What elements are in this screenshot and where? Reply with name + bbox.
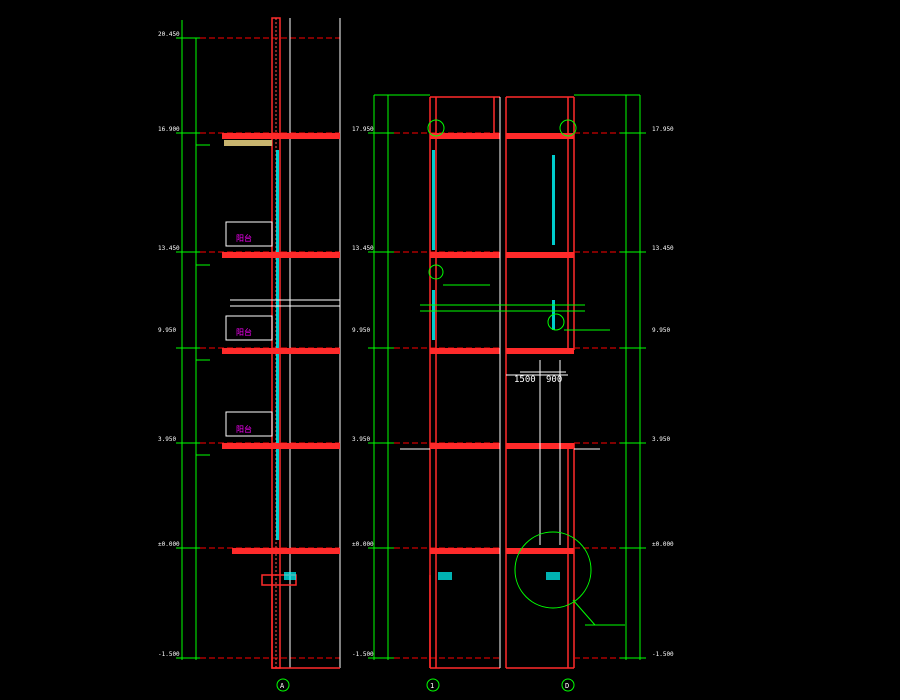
section-cut-icon: [514, 531, 592, 609]
right-glazing: [552, 155, 555, 245]
right-elev-label: 9.950: [652, 327, 670, 334]
axis-bubble-label: A: [280, 682, 285, 690]
middle-glazing: [432, 150, 435, 250]
right-walls: [505, 96, 575, 669]
middle-elev-label: 17.950: [352, 126, 374, 133]
middle-walls: [429, 96, 500, 669]
axis-bubble-icon: [561, 678, 575, 692]
middle-section: 17.950 13.450 9.950 3.950 ±0.000 -1.500: [352, 94, 501, 692]
right-section: 17.950 13.450 9.950 3.950 ±0.000 -1.500 …: [505, 94, 674, 692]
middle-floor-slabs: [430, 133, 500, 554]
right-dimension-chain: [574, 94, 646, 660]
left-dimension-chain: [176, 20, 210, 660]
left-balcony-slab: [224, 140, 272, 146]
right-level-lines: [574, 132, 620, 659]
detail-callout-icon: [547, 313, 565, 331]
horizontal-dimension-900: 900: [546, 375, 562, 385]
left-elev-label: 13.450: [158, 245, 180, 252]
left-elev-label: 3.950: [158, 436, 176, 443]
axis-bubble-label: 1: [430, 682, 434, 690]
left-balcony-rails: [225, 221, 340, 437]
axis-bubble-icon: [426, 678, 440, 692]
left-elev-label: ±0.000: [158, 541, 180, 548]
middle-elev-label: 3.950: [352, 436, 370, 443]
axis-bubble-label: D: [565, 682, 569, 690]
left-floor-slabs: [222, 133, 340, 554]
middle-elev-label: 9.950: [352, 327, 370, 334]
detail-callout-icon: [427, 119, 445, 137]
detail-callout-icon: [559, 119, 577, 137]
left-elev-label: 20.450: [158, 31, 180, 38]
break-line: [420, 304, 585, 312]
right-elev-label: -1.500: [652, 651, 674, 658]
room-tag-balcony: 阳台: [236, 327, 252, 337]
right-elev-label: ±0.000: [652, 541, 674, 548]
right-core: [506, 360, 568, 545]
middle-dimension-chain: [368, 94, 430, 660]
left-glazing: [276, 150, 279, 540]
left-elev-label: -1.500: [158, 651, 180, 658]
right-elev-label: 3.950: [652, 436, 670, 443]
left-section: 20.450 16.900 13.450 9.950 3.950 ±0.000 …: [158, 17, 341, 692]
middle-elev-label: -1.500: [352, 651, 374, 658]
room-tag-balcony: 阳台: [236, 233, 252, 243]
axis-bubble-icon: [276, 678, 290, 692]
middle-elev-label: 13.450: [352, 245, 374, 252]
detail-callout-icon: [428, 264, 444, 280]
middle-elev-label: ±0.000: [352, 541, 374, 548]
room-tag-balcony: 阳台: [236, 424, 252, 434]
left-elev-label: 9.950: [158, 327, 176, 334]
left-elev-label: 16.900: [158, 126, 180, 133]
right-elev-label: 17.950: [652, 126, 674, 133]
right-elev-label: 13.450: [652, 245, 674, 252]
horizontal-dimension-1500: 1500: [514, 375, 536, 385]
